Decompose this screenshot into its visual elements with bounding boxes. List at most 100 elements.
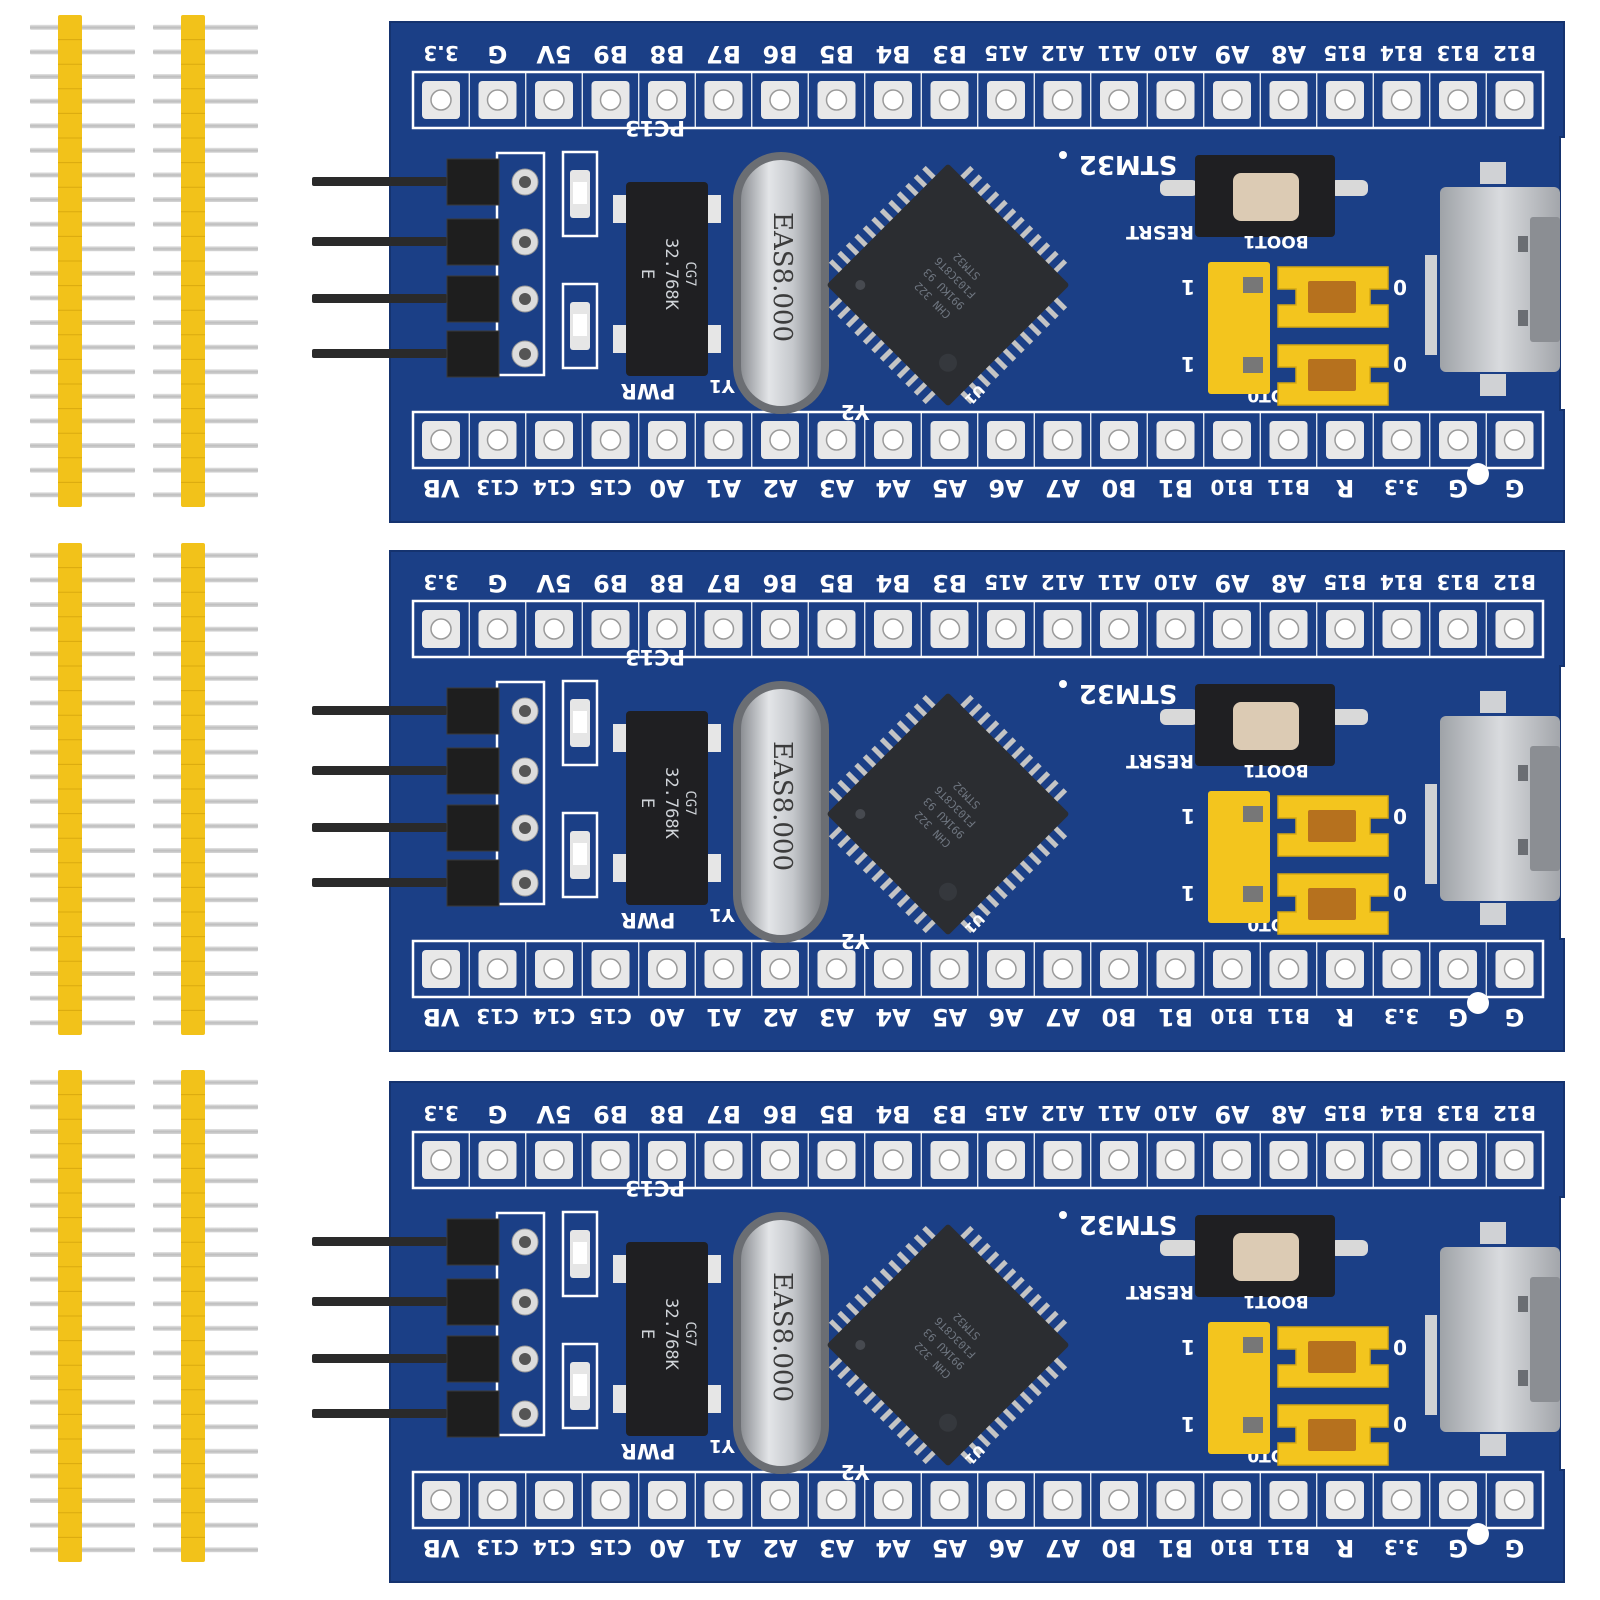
pin-label: A3 [819,1534,854,1562]
mcu-lead [845,1302,861,1318]
header-pin [30,1547,135,1553]
pin-hole [995,1149,1017,1171]
mcu-lead [828,824,844,840]
rtc-marking: 32.768K [661,238,681,310]
reset-button [1160,684,1368,766]
mcu-lead [1018,1285,1034,1301]
pin-label: B5 [819,40,854,68]
mcu-lead [967,909,983,925]
header-pin [153,1473,258,1479]
swd-pin [312,1297,447,1306]
pin-label: A6 [988,1003,1023,1031]
mcu-pin1-dot [855,1340,866,1350]
header-pin [30,1424,135,1430]
mcu-lead [854,233,870,249]
swd-pin [312,177,447,186]
reset-plunger [1233,173,1299,221]
reset-plunger [1233,1233,1299,1281]
mcu-lead [845,1372,861,1388]
mcu-lead [958,1449,974,1465]
usb-ear [1480,374,1506,396]
reset-button [1160,155,1368,237]
header-pin [30,246,135,252]
led-pc13 [561,1210,599,1298]
label-jumper-0: 0 [1393,352,1407,376]
pin-hole [656,1149,678,1171]
pin-header-strips [30,15,258,1562]
pin-hole [712,429,735,451]
mcu-lead [967,1440,983,1456]
pin-label: G [1448,1534,1468,1562]
header-pin [30,320,135,325]
pin-hole [486,618,509,640]
swd-plastic [446,158,500,206]
pin-label: B15 [1323,1101,1366,1125]
rtc-body [626,711,708,905]
pin-label: C14 [533,1004,576,1028]
header-pin [30,798,135,804]
pin-label: A15 [984,570,1027,594]
mcu-lead [1035,771,1051,787]
label-jumper-0: 0 [1393,1335,1407,1359]
header-pin [30,774,135,780]
mcu-lead [992,884,1008,900]
pin-hole [1108,429,1130,451]
jumper-contact [1308,888,1356,920]
header-pin [153,98,258,104]
header-pin [153,1522,258,1528]
jumper-contact [1308,1419,1356,1451]
pin-hole [1051,1149,1074,1171]
header-pin [30,1399,135,1405]
label-y2: Y2 [841,400,870,424]
label-pc13: PC13 [625,1176,685,1200]
mcu-lead [888,199,904,215]
header-pin [153,725,258,730]
pin-label: B9 [593,1100,628,1128]
crystal-can [741,689,821,935]
label-y1: Y1 [709,904,736,925]
mcu-lead [905,372,921,388]
pin-hole [995,1489,1017,1511]
header-pin [30,700,135,706]
pin-hole [599,618,622,640]
pin-label: A10 [1154,1101,1197,1125]
mcu-lead [837,779,853,795]
pin-label: A10 [1154,570,1197,594]
header-pin [30,971,135,976]
mcu-lead [984,1251,1000,1267]
swd-plastic [446,1390,500,1438]
mcu-lead [992,1259,1008,1275]
header-pin [30,1227,135,1233]
swd-pad-hole [519,705,531,717]
mcu-lead [913,380,929,396]
mcu-lead [879,346,895,362]
swd-plastic [446,859,500,907]
crystal-marking: EAS8.000 [767,741,797,871]
pin-hole [1390,89,1413,111]
pin-label: A2 [762,1003,797,1031]
header-pin [30,443,135,448]
mcu-lead [1026,321,1042,337]
pin-label: VB [423,1003,460,1031]
mcu-lead [871,216,887,232]
header-pin [30,1276,135,1282]
pin-label: B4 [876,569,911,597]
label-boot1: BOOT1 [1243,231,1308,251]
swd-plastic [446,747,500,795]
header-pin [153,369,258,375]
header-pin [30,946,135,952]
label-jumper-0: 0 [1393,804,1407,828]
pin-hole [1277,89,1300,111]
pin-label: B14 [1380,41,1423,65]
led-lens [573,314,587,336]
header-pin [30,1020,135,1026]
pin-hole [486,1489,509,1511]
pin-hole [995,89,1017,111]
mcu-lead [888,355,904,371]
mount-hole [1467,463,1489,485]
pin-label: B15 [1323,570,1366,594]
pin-hole [656,429,678,451]
mcu-lead [922,389,938,405]
